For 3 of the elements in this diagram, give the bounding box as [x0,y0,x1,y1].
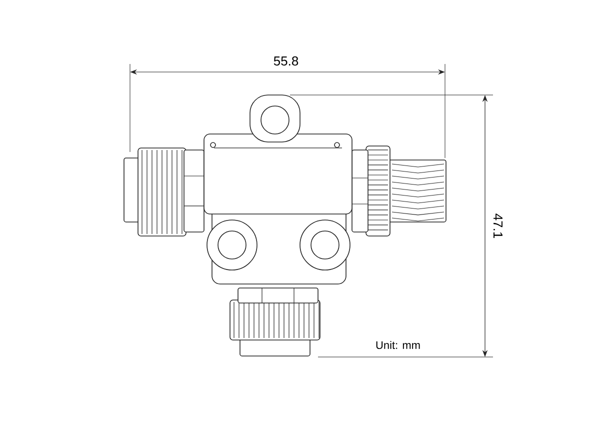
dimension-label: 47.1 [494,214,502,238]
unit-note: Unit: mm [376,340,420,350]
dimension-label: 55.8 [274,56,298,66]
